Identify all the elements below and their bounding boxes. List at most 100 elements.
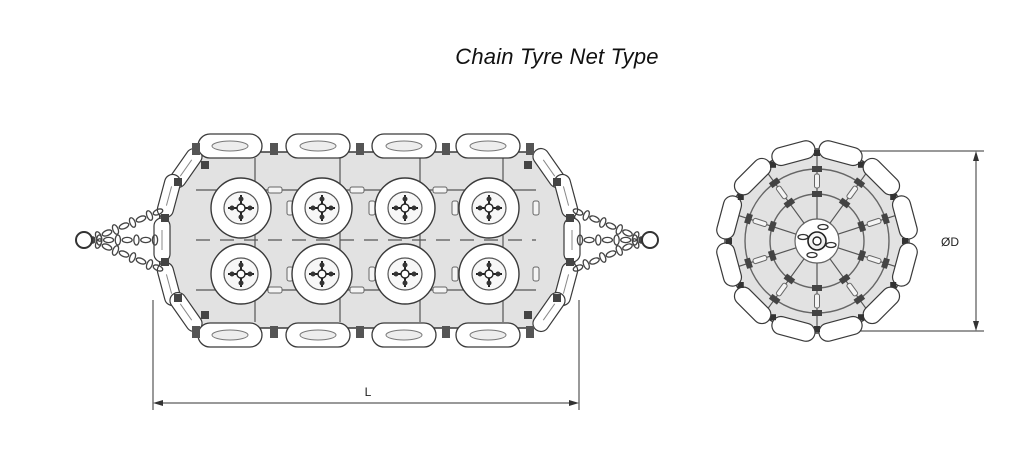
- chain-link: [152, 208, 164, 216]
- shackle-link: [486, 280, 492, 286]
- shackle-link: [495, 205, 501, 211]
- chain-clip: [270, 326, 278, 338]
- end-chain-clip: [838, 273, 851, 285]
- end-tyre-hole: [179, 303, 193, 321]
- chain-link: [605, 222, 617, 230]
- shackle-link: [486, 214, 492, 220]
- end-chain-link: [752, 255, 768, 265]
- diameter-dimension: [860, 150, 984, 332]
- shackle-link: [319, 280, 325, 286]
- chain-clip: [737, 282, 744, 288]
- chain-clip: [201, 161, 209, 169]
- end-chain-link: [866, 255, 882, 265]
- chain-link: [601, 236, 614, 244]
- shackle-link: [486, 262, 492, 268]
- chain-link: [576, 234, 584, 246]
- end-chain-link: [846, 185, 859, 200]
- end-rim-tyre-outer: [733, 157, 772, 196]
- end-chain-clip: [812, 191, 822, 197]
- chain-link: [102, 236, 115, 244]
- shackle-link: [247, 205, 253, 211]
- end-tyres-left: [153, 147, 209, 333]
- chain-link: [613, 234, 620, 246]
- chain-clip: [770, 161, 776, 168]
- shackle-link: [328, 271, 334, 277]
- chain-link: [615, 224, 623, 235]
- chain-link: [101, 243, 113, 251]
- chain-link: [599, 252, 607, 263]
- shackle-link: [402, 280, 408, 286]
- end-tyre-hole: [542, 303, 556, 321]
- shackle-link: [310, 271, 316, 277]
- chain-clip: [192, 326, 200, 338]
- end-tyre-hole: [542, 159, 556, 177]
- length-dimension: [152, 300, 580, 410]
- chain-link: [121, 236, 133, 244]
- hub-chain-link: [797, 233, 809, 241]
- chain-clip: [553, 294, 561, 302]
- end-chain-link: [814, 293, 820, 309]
- shackle-link: [393, 205, 399, 211]
- shackle-ring: [236, 203, 246, 213]
- chain-clip: [161, 214, 169, 222]
- chain-clip: [566, 214, 574, 222]
- side-view: L: [75, 133, 659, 410]
- chain-link: [583, 236, 595, 244]
- end-rim-tyre-outer: [818, 315, 863, 342]
- end-view-hub-shackle: [797, 223, 837, 259]
- net-link: [451, 266, 459, 282]
- chain-link: [135, 257, 147, 265]
- chain-clip: [442, 326, 450, 338]
- front-tyre: [210, 177, 272, 239]
- end-chain-clip: [853, 293, 866, 305]
- end-chain-link: [846, 282, 859, 297]
- end-rim-tyre: [818, 315, 863, 342]
- end-rim-tyre-outer: [891, 195, 918, 240]
- shackle-link: [238, 262, 244, 268]
- chain-link: [620, 236, 632, 244]
- end-rim-tyre: [733, 157, 772, 196]
- rim-tyre-hole: [469, 140, 507, 152]
- end-rim-tyre: [733, 286, 772, 325]
- end-rim-tyre-outer: [818, 140, 863, 167]
- length-label: L: [365, 385, 372, 399]
- chain-link: [589, 257, 600, 265]
- hub-chain-link: [825, 241, 837, 249]
- net-link: [532, 266, 540, 282]
- end-chain-clip: [767, 249, 777, 262]
- end-tyre-hole: [562, 186, 570, 206]
- end-chain-clip: [744, 213, 753, 225]
- end-chain-clip: [783, 197, 796, 209]
- chain-clip: [858, 161, 864, 168]
- chain-link: [133, 234, 140, 246]
- rim-tyre: [285, 322, 351, 348]
- chain-link: [128, 252, 137, 263]
- chain-link: [631, 234, 639, 246]
- shackle-link: [477, 205, 483, 211]
- chain-link: [589, 215, 600, 223]
- shackle-ring: [317, 203, 327, 213]
- net-link: [432, 186, 448, 194]
- front-tyre: [210, 243, 272, 305]
- net-link: [267, 186, 283, 194]
- shackle-link: [411, 205, 417, 211]
- shackle-link: [238, 196, 244, 202]
- shackle-link: [393, 271, 399, 277]
- tow-ring-left: [75, 231, 93, 249]
- front-tyre: [374, 177, 436, 239]
- rim-tyre-hole: [299, 140, 337, 152]
- rim-tyre: [197, 322, 263, 348]
- rim-tyre: [455, 133, 521, 159]
- chain-clip: [526, 326, 534, 338]
- front-tyre: [458, 243, 520, 305]
- shackle-link: [402, 262, 408, 268]
- chain-clip: [890, 194, 897, 200]
- net-link: [349, 186, 365, 194]
- chain-link: [622, 229, 633, 237]
- chain-clip: [858, 314, 864, 321]
- end-chain-clip: [857, 220, 867, 233]
- chain-link: [118, 222, 130, 230]
- shackle-link: [402, 214, 408, 220]
- end-chain-clip: [812, 285, 822, 291]
- rim-tyre-hole: [385, 329, 423, 341]
